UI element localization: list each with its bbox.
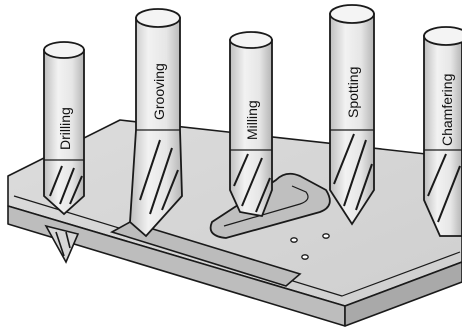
label-grooving: Grooving: [151, 63, 167, 120]
spot-hole-3: [302, 255, 308, 259]
label-chamfering: Chamfering: [439, 74, 455, 146]
spot-hole-1: [291, 238, 297, 242]
spot-hole-2: [323, 234, 329, 238]
label-drilling: Drilling: [57, 107, 73, 150]
tool-grooving: [130, 9, 182, 236]
label-spotting: Spotting: [345, 67, 361, 118]
label-milling: Milling: [244, 100, 260, 140]
